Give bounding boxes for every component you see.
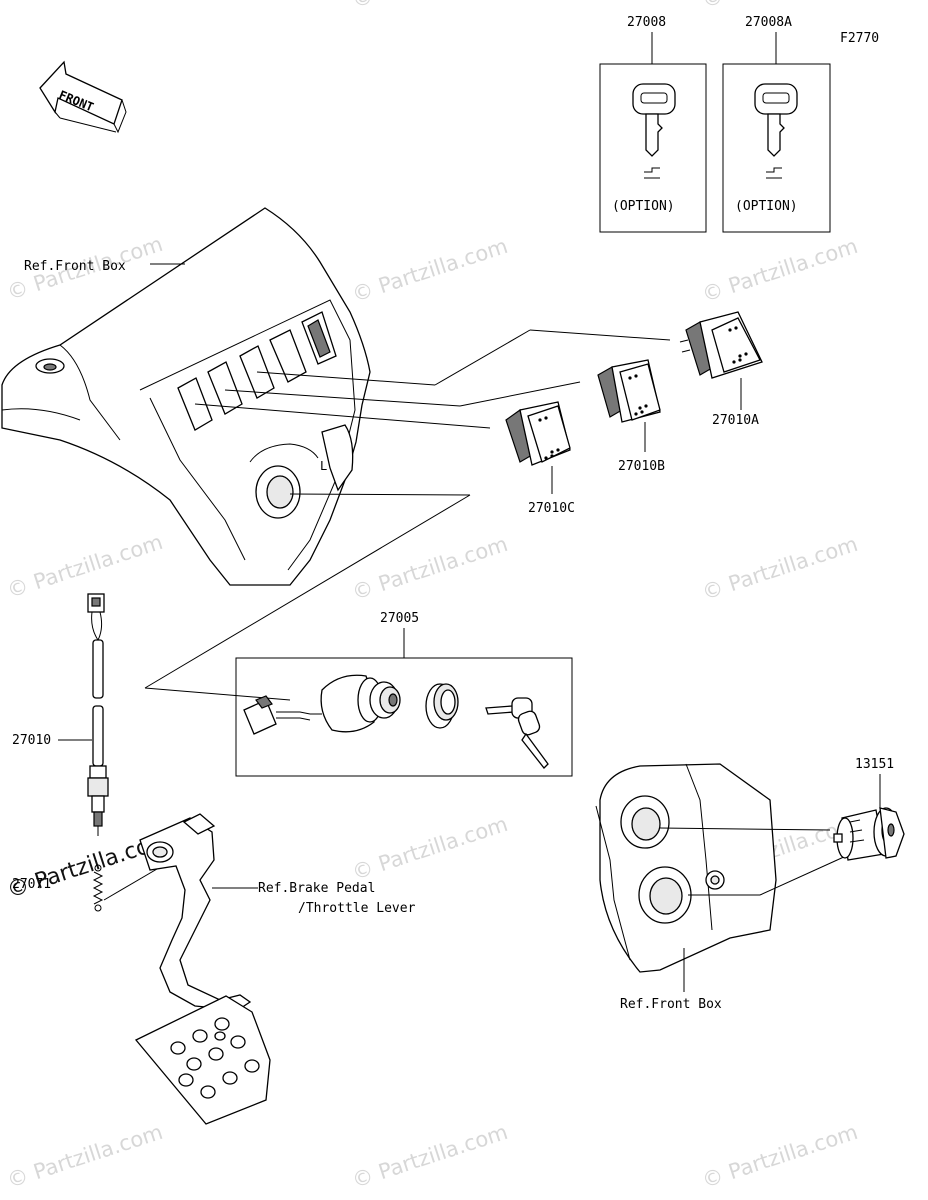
watermark: © Partzilla.com (699, 1120, 861, 1193)
rocker-switch-27010a (679, 311, 763, 410)
key-icon (632, 83, 676, 179)
watermark-layer: © Partzilla.com © Partzilla.com © Partzi… (4, 0, 861, 1193)
key-box-27008: 27008 (OPTION) (599, 15, 707, 233)
spring-27071 (92, 864, 104, 912)
part-27005-label: 27005 (380, 611, 419, 626)
socket-13151 (833, 807, 905, 861)
watermark: © Partzilla.com (699, 0, 861, 13)
brake-switch-27010 (87, 593, 109, 836)
ref-front-box-top: Ref.Front Box (24, 259, 126, 274)
ref-front-box-bottom: Ref.Front Box (620, 997, 722, 1012)
part-27010a-label: 27010A (712, 413, 759, 428)
rocker-switch-27010b (597, 359, 661, 452)
watermark: © Partzilla.com (349, 1120, 511, 1193)
key-icon (754, 83, 798, 179)
key-note: (OPTION) (735, 199, 798, 214)
watermark: © Partzilla.com (349, 812, 511, 885)
pedal-grip-holes (170, 1017, 260, 1099)
watermark: © Partzilla.com (349, 234, 511, 307)
diagram-code: F2770 (840, 31, 879, 46)
key-part-number: 27008A (745, 15, 792, 30)
svg-text:L: L (320, 459, 327, 473)
front-box-socket-panel (595, 763, 777, 973)
part-13151-label: 13151 (855, 757, 894, 772)
key-part-number: 27008 (627, 15, 666, 30)
ignition-key-icon (485, 697, 549, 769)
watermark: © Partzilla.com (4, 1120, 166, 1193)
rocker-switch-27010c (505, 401, 571, 494)
brake-pedal (134, 813, 271, 1125)
ignition-nut (425, 683, 459, 729)
ignition-switch-kit-box (235, 657, 573, 777)
part-27071-label: 27071 (12, 877, 51, 892)
key-box-27008a: 27008A (OPTION) (722, 15, 831, 233)
watermark: © Partzilla.com (699, 532, 861, 605)
part-27010-label: 27010 (12, 733, 51, 748)
part-27010b-label: 27010B (618, 459, 665, 474)
key-note: (OPTION) (612, 199, 675, 214)
front-box-panel: L (1, 207, 371, 586)
watermark: © Partzilla.com (699, 234, 861, 307)
front-arrow-icon: FRONT (39, 60, 127, 134)
ignition-switch (243, 674, 401, 735)
ref-brake-pedal-line1: Ref.Brake Pedal (258, 881, 375, 896)
watermark: © Partzilla.com (349, 532, 511, 605)
ref-brake-pedal-line2: /Throttle Lever (298, 901, 416, 916)
watermark: © Partzilla.com (4, 530, 166, 603)
part-27010c-label: 27010C (528, 501, 575, 516)
watermark: © Partzilla.com (349, 0, 511, 13)
